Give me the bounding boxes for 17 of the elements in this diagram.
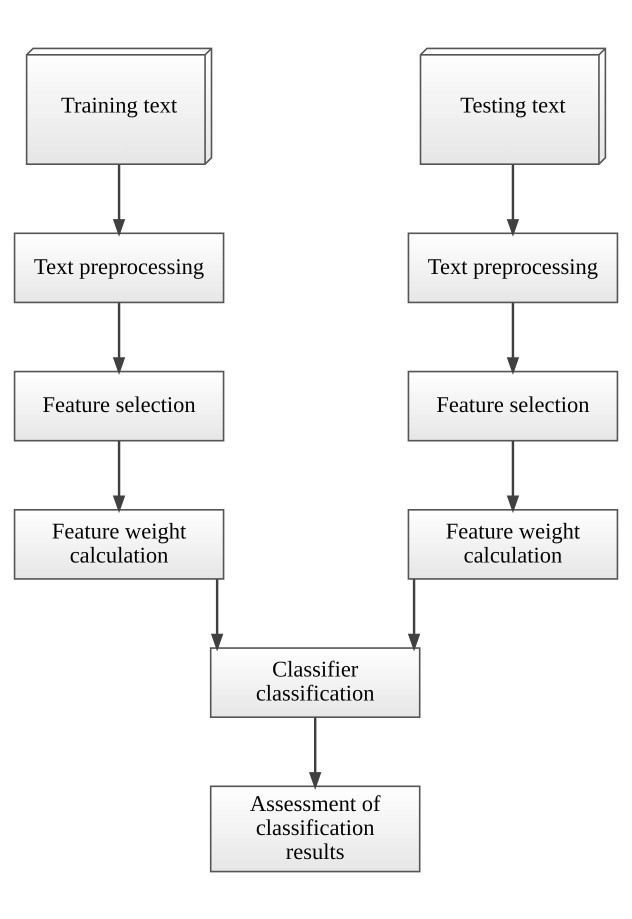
arrow [408,578,420,651]
node-box: Classifier classification [210,646,420,718]
node-box: Feature weight calculation [408,508,618,580]
arrow [112,164,126,236]
node-box: Text preprocessing [14,232,224,303]
arrow [506,164,520,236]
node-box: Assessment of classification results [210,785,420,872]
arrow [309,716,322,790]
node-box: Feature weight calculation [14,508,224,580]
arrow [112,302,126,374]
arrow [112,440,126,513]
arrow [210,578,224,651]
node-box: Feature selection [14,370,224,442]
node-box: Text preprocessing [408,232,618,303]
arrow [506,302,520,374]
arrow [506,440,520,513]
node-box: Feature selection [408,370,618,442]
